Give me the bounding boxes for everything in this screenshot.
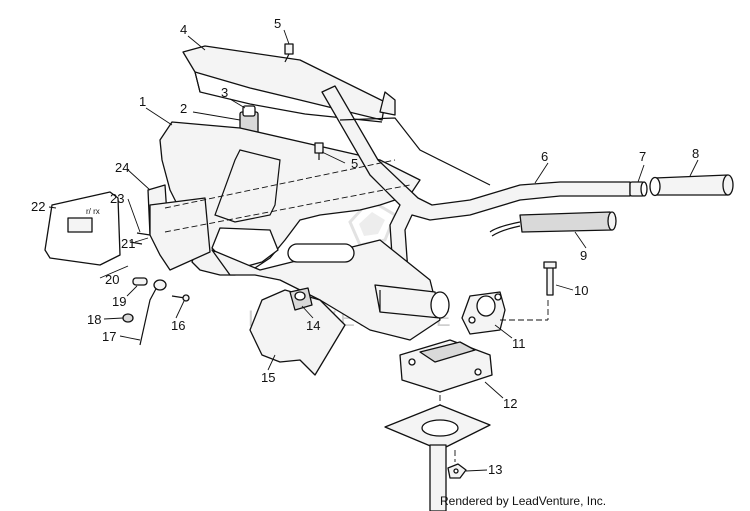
callout-6: 6	[541, 149, 548, 164]
part-bracket	[147, 184, 211, 271]
callout-7: 7	[639, 149, 646, 164]
callout-3: 3	[221, 85, 228, 100]
part-headlight-cover	[182, 45, 386, 123]
callout-1: 1	[139, 94, 146, 109]
callout-11: 11	[512, 336, 526, 351]
part-throttle-grip	[489, 211, 617, 237]
callout-20: 20	[105, 272, 119, 287]
callout-16: 16	[171, 318, 185, 333]
part-grip	[649, 174, 734, 197]
callout-22: 22	[31, 199, 45, 214]
part-bushing	[629, 181, 648, 197]
alignment-lines	[164, 159, 549, 462]
part-clamp	[289, 287, 313, 311]
callout-4: 4	[180, 22, 187, 37]
part-upper-clamp	[461, 291, 506, 335]
part-screw-mid	[314, 142, 324, 160]
callout-2: 2	[180, 101, 187, 116]
callout-5-top: 5	[274, 16, 281, 31]
callout-24: 24	[115, 160, 129, 175]
callout-8: 8	[692, 146, 699, 161]
callout-12: 12	[503, 396, 517, 411]
callout-18: 18	[87, 312, 101, 327]
callout-9: 9	[580, 248, 587, 263]
callout-14: 14	[306, 318, 320, 333]
part-mount-plate	[384, 404, 491, 511]
callout-23: 23	[110, 191, 124, 206]
part-nut	[447, 463, 467, 479]
callout-15: 15	[261, 370, 275, 385]
part-lower-clamp	[399, 339, 493, 393]
callout-13: 13	[488, 462, 502, 477]
credit-line: Rendered by LeadVenture, Inc.	[440, 494, 607, 508]
leader-lines	[48, 29, 699, 472]
part-gauge-cover: r/ rx	[44, 191, 121, 266]
callout-21: 21	[121, 236, 135, 251]
callout-10: 10	[574, 283, 588, 298]
part-steering-post	[211, 239, 450, 341]
callout-17: 17	[102, 329, 116, 344]
part-bolt	[543, 261, 557, 296]
callout-labels: 1 2 3 4 5 5 6 7 8 9 10 11 12 13 14 15 16…	[31, 16, 699, 477]
callout-5-mid: 5	[351, 156, 358, 171]
callout-19: 19	[112, 294, 126, 309]
svg-text:r/ rx: r/ rx	[86, 207, 100, 216]
